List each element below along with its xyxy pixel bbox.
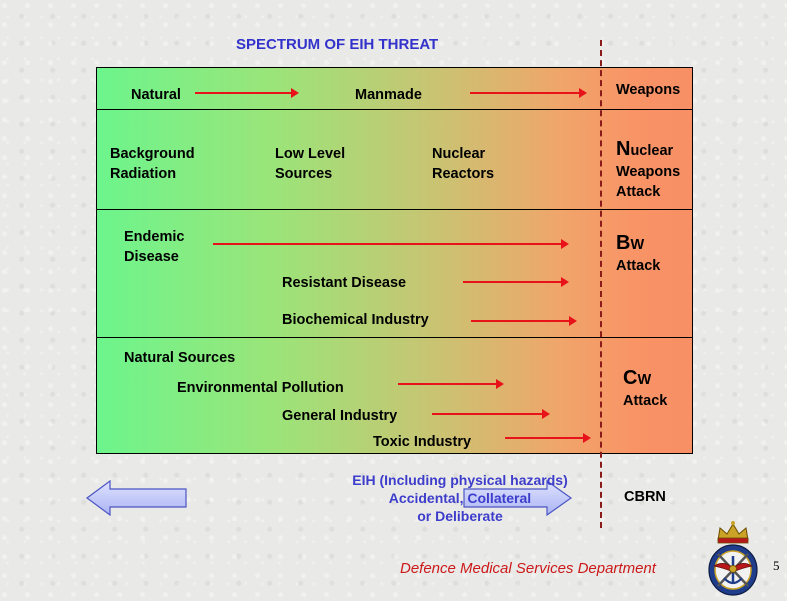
label-w: W: [630, 237, 645, 253]
arrow-manmade-weapons: [470, 88, 587, 98]
label-natural: Natural: [131, 87, 181, 103]
dashed-divider: [600, 40, 602, 528]
label-manmade: Manmade: [355, 87, 422, 103]
label-background-radiation: Background Radiation: [110, 145, 195, 184]
label-environmental-pollution: Environmental Pollution: [177, 380, 344, 396]
arrow-general-industry: [432, 409, 550, 419]
footer-department: Defence Medical Services Department: [400, 560, 656, 577]
arrow-environmental-pollution: [398, 379, 504, 389]
eih-line-2: Accidental, Collateral: [388, 490, 532, 507]
label-n-initial: N: [616, 138, 631, 160]
slide-title: SPECTRUM OF EIH THREAT: [236, 36, 439, 53]
left-block-arrow: [86, 480, 187, 516]
label-uclear: uclear: [630, 143, 674, 159]
arrow-resistant-disease: [463, 277, 569, 287]
label-biochemical-industry: Biochemical Industry: [282, 312, 429, 328]
label-b-initial: B: [616, 232, 631, 254]
eih-caption: EIH (Including physical hazards) Acciden…: [350, 471, 570, 526]
label-low-level-sources: Low Level Sources: [275, 145, 345, 184]
label-low-level: Low Level: [275, 146, 346, 162]
label-background: Background: [110, 146, 195, 162]
page-number: 5: [773, 558, 780, 573]
label-w: W: [637, 372, 652, 388]
label-attack: Attack: [623, 393, 668, 409]
label-weapons-2: Weapons: [616, 164, 681, 180]
arrow-natural-manmade: [195, 88, 299, 98]
row-divider: [97, 209, 692, 210]
label-cw-attack: CW Attack: [623, 365, 667, 412]
label-attack: Attack: [616, 258, 661, 274]
eih-line-3: or Deliberate: [417, 508, 503, 525]
label-nuclear-weapons-attack: Nuclear Weapons Attack: [616, 136, 680, 202]
label-endemic: Endemic: [124, 229, 185, 245]
arrow-endemic-disease: [213, 239, 569, 249]
label-cbrn: CBRN: [624, 489, 666, 505]
defence-crest-icon: [708, 521, 758, 596]
label-c-initial: C: [623, 367, 638, 389]
label-sources: Sources: [275, 165, 333, 182]
eih-line-1: EIH (Including physical hazards): [352, 472, 568, 488]
arrow-biochemical-industry: [471, 316, 577, 326]
label-weapons: Weapons: [616, 82, 681, 98]
label-reactors: Reactors: [432, 165, 495, 182]
label-radiation: Radiation: [110, 165, 177, 182]
label-natural-sources: Natural Sources: [124, 350, 236, 366]
label-disease: Disease: [124, 248, 179, 265]
row-divider: [97, 109, 692, 110]
row-divider: [97, 337, 692, 338]
threat-spectrum-grid: [96, 67, 693, 454]
label-bw-attack: BW Attack: [616, 230, 660, 277]
label-nuclear: Nuclear: [432, 146, 486, 162]
label-nuclear-reactors: Nuclear Reactors: [432, 145, 494, 184]
label-general-industry: General Industry: [282, 408, 398, 424]
label-toxic-industry: Toxic Industry: [373, 434, 472, 450]
label-resistant-disease: Resistant Disease: [282, 275, 407, 291]
arrow-toxic-industry: [505, 433, 591, 443]
right-block-arrow: [463, 480, 573, 516]
label-endemic-disease: Endemic Disease: [124, 228, 184, 267]
label-attack: Attack: [616, 183, 661, 200]
